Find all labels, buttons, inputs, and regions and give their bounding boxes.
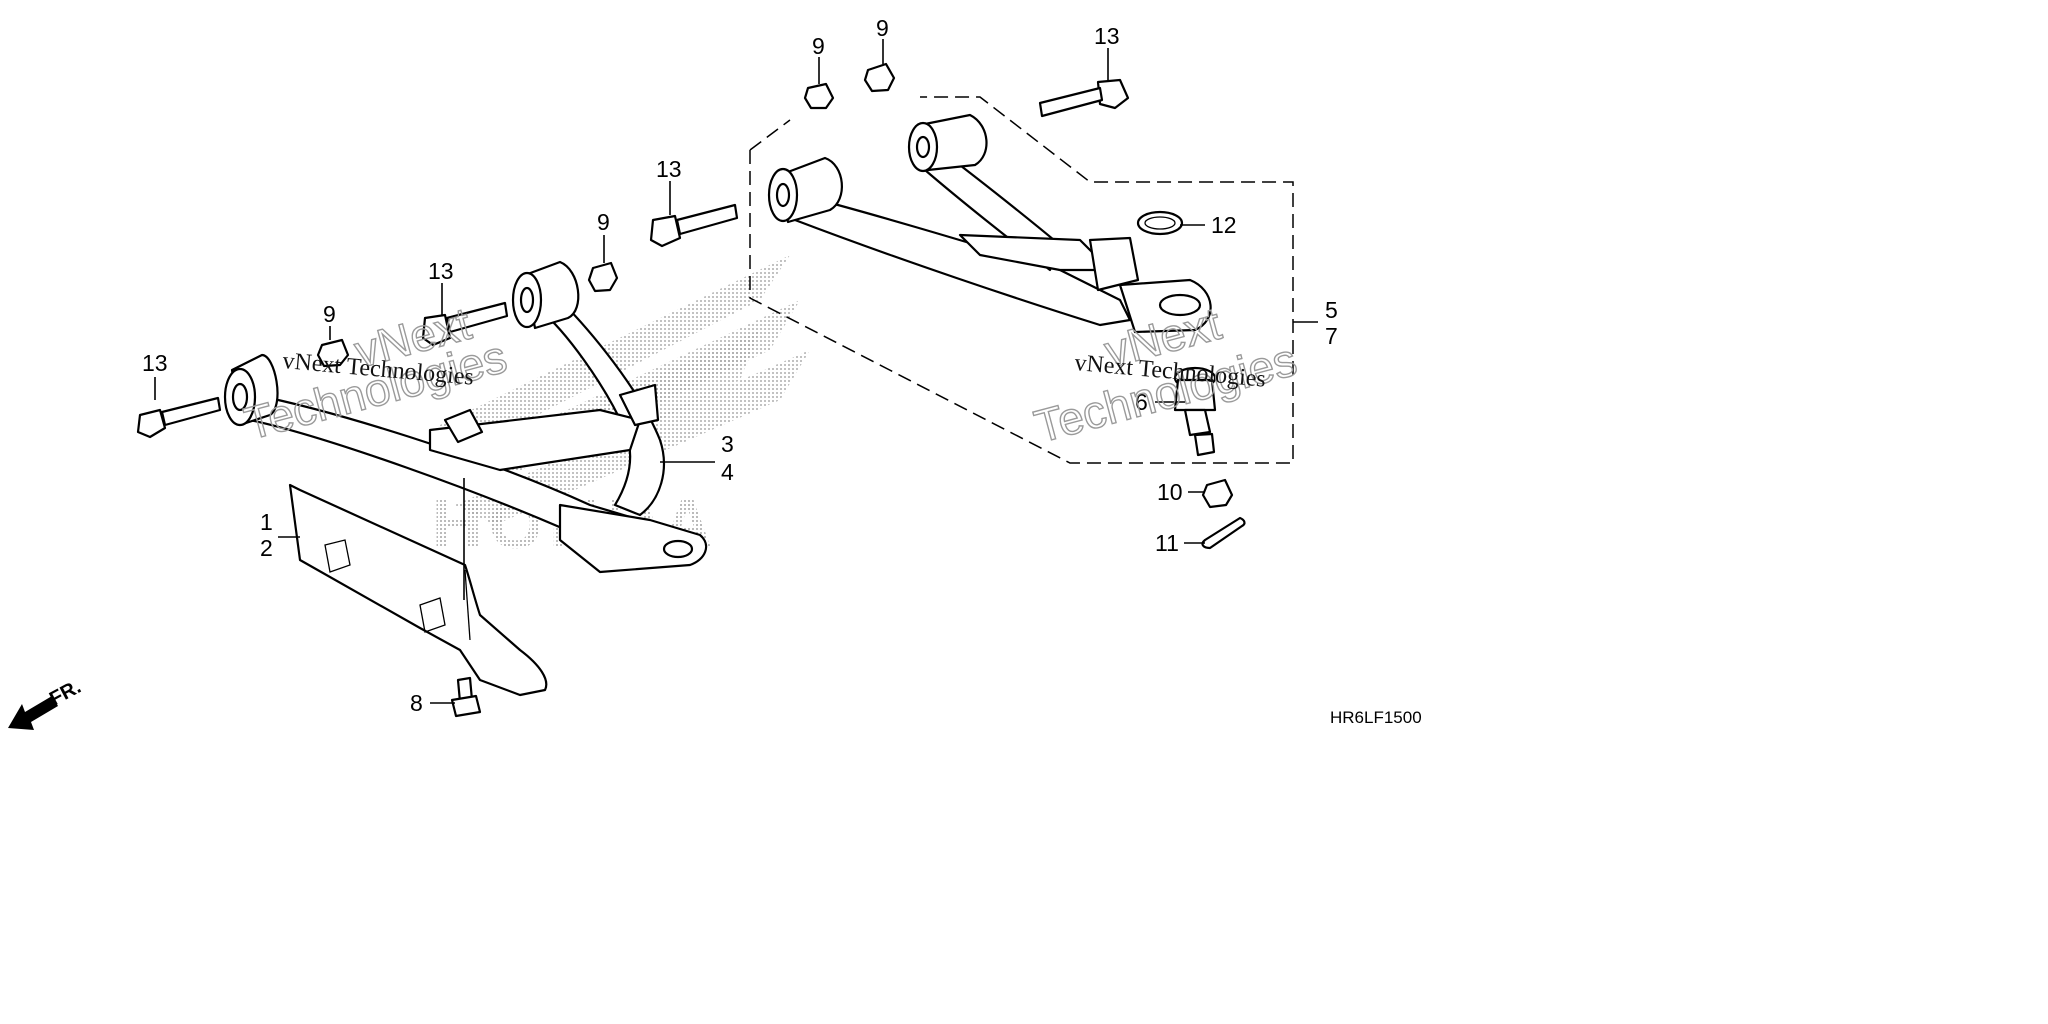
callout-1: 1 (260, 509, 273, 535)
callout-9-a: 9 (323, 301, 336, 327)
parts-diagram: HONDA (8, 15, 1422, 730)
lower-arm-front-bushing (511, 260, 580, 330)
callout-11: 11 (1155, 530, 1179, 556)
callout-9-b: 9 (597, 209, 610, 235)
castle-nut (1201, 478, 1234, 509)
diagram-code: HR6LF1500 (1330, 708, 1422, 727)
callout-6: 6 (1135, 389, 1148, 415)
callout-8: 8 (410, 690, 423, 716)
front-direction-arrow: FR. (8, 676, 85, 730)
nut-9-d (863, 62, 896, 93)
callout-4: 4 (721, 459, 734, 485)
callout-9-c: 9 (812, 33, 825, 59)
bolt-13-c (649, 203, 739, 248)
callout-12: 12 (1211, 212, 1237, 238)
callout-2: 2 (260, 535, 273, 561)
diagram-canvas: HONDA (8, 15, 1422, 730)
bolt-8 (450, 676, 482, 718)
callout-7: 7 (1325, 323, 1338, 349)
callout-13-d: 13 (1094, 23, 1120, 49)
nut-9-a (316, 338, 350, 368)
upper-arm (767, 113, 1212, 334)
callouts: 1 2 3 4 5 6 7 8 9 9 9 9 10 11 12 13 13 1… (142, 15, 1338, 716)
bolt-13-b (421, 301, 509, 347)
callout-13-c: 13 (656, 156, 682, 182)
bolt-13-d (1038, 78, 1130, 118)
lower-arm (223, 260, 708, 574)
circlip (1136, 210, 1184, 236)
callout-9-d: 9 (876, 15, 889, 41)
callout-3: 3 (721, 431, 734, 457)
arm-guard (288, 483, 548, 697)
callout-5: 5 (1325, 297, 1338, 323)
leader-lines (154, 39, 1318, 704)
upper-arm-front-bushing (907, 113, 988, 173)
upper-arm-rear-bushing (767, 156, 844, 224)
cotter-pin (1201, 516, 1246, 550)
nut-9-b (587, 261, 619, 293)
callout-10: 10 (1157, 479, 1183, 505)
callout-13-b: 13 (428, 258, 454, 284)
nut-9-c (803, 82, 835, 110)
bolt-13-a (136, 396, 222, 439)
callout-13-a: 13 (142, 350, 168, 376)
lower-arm-rear-bushing (223, 353, 279, 427)
